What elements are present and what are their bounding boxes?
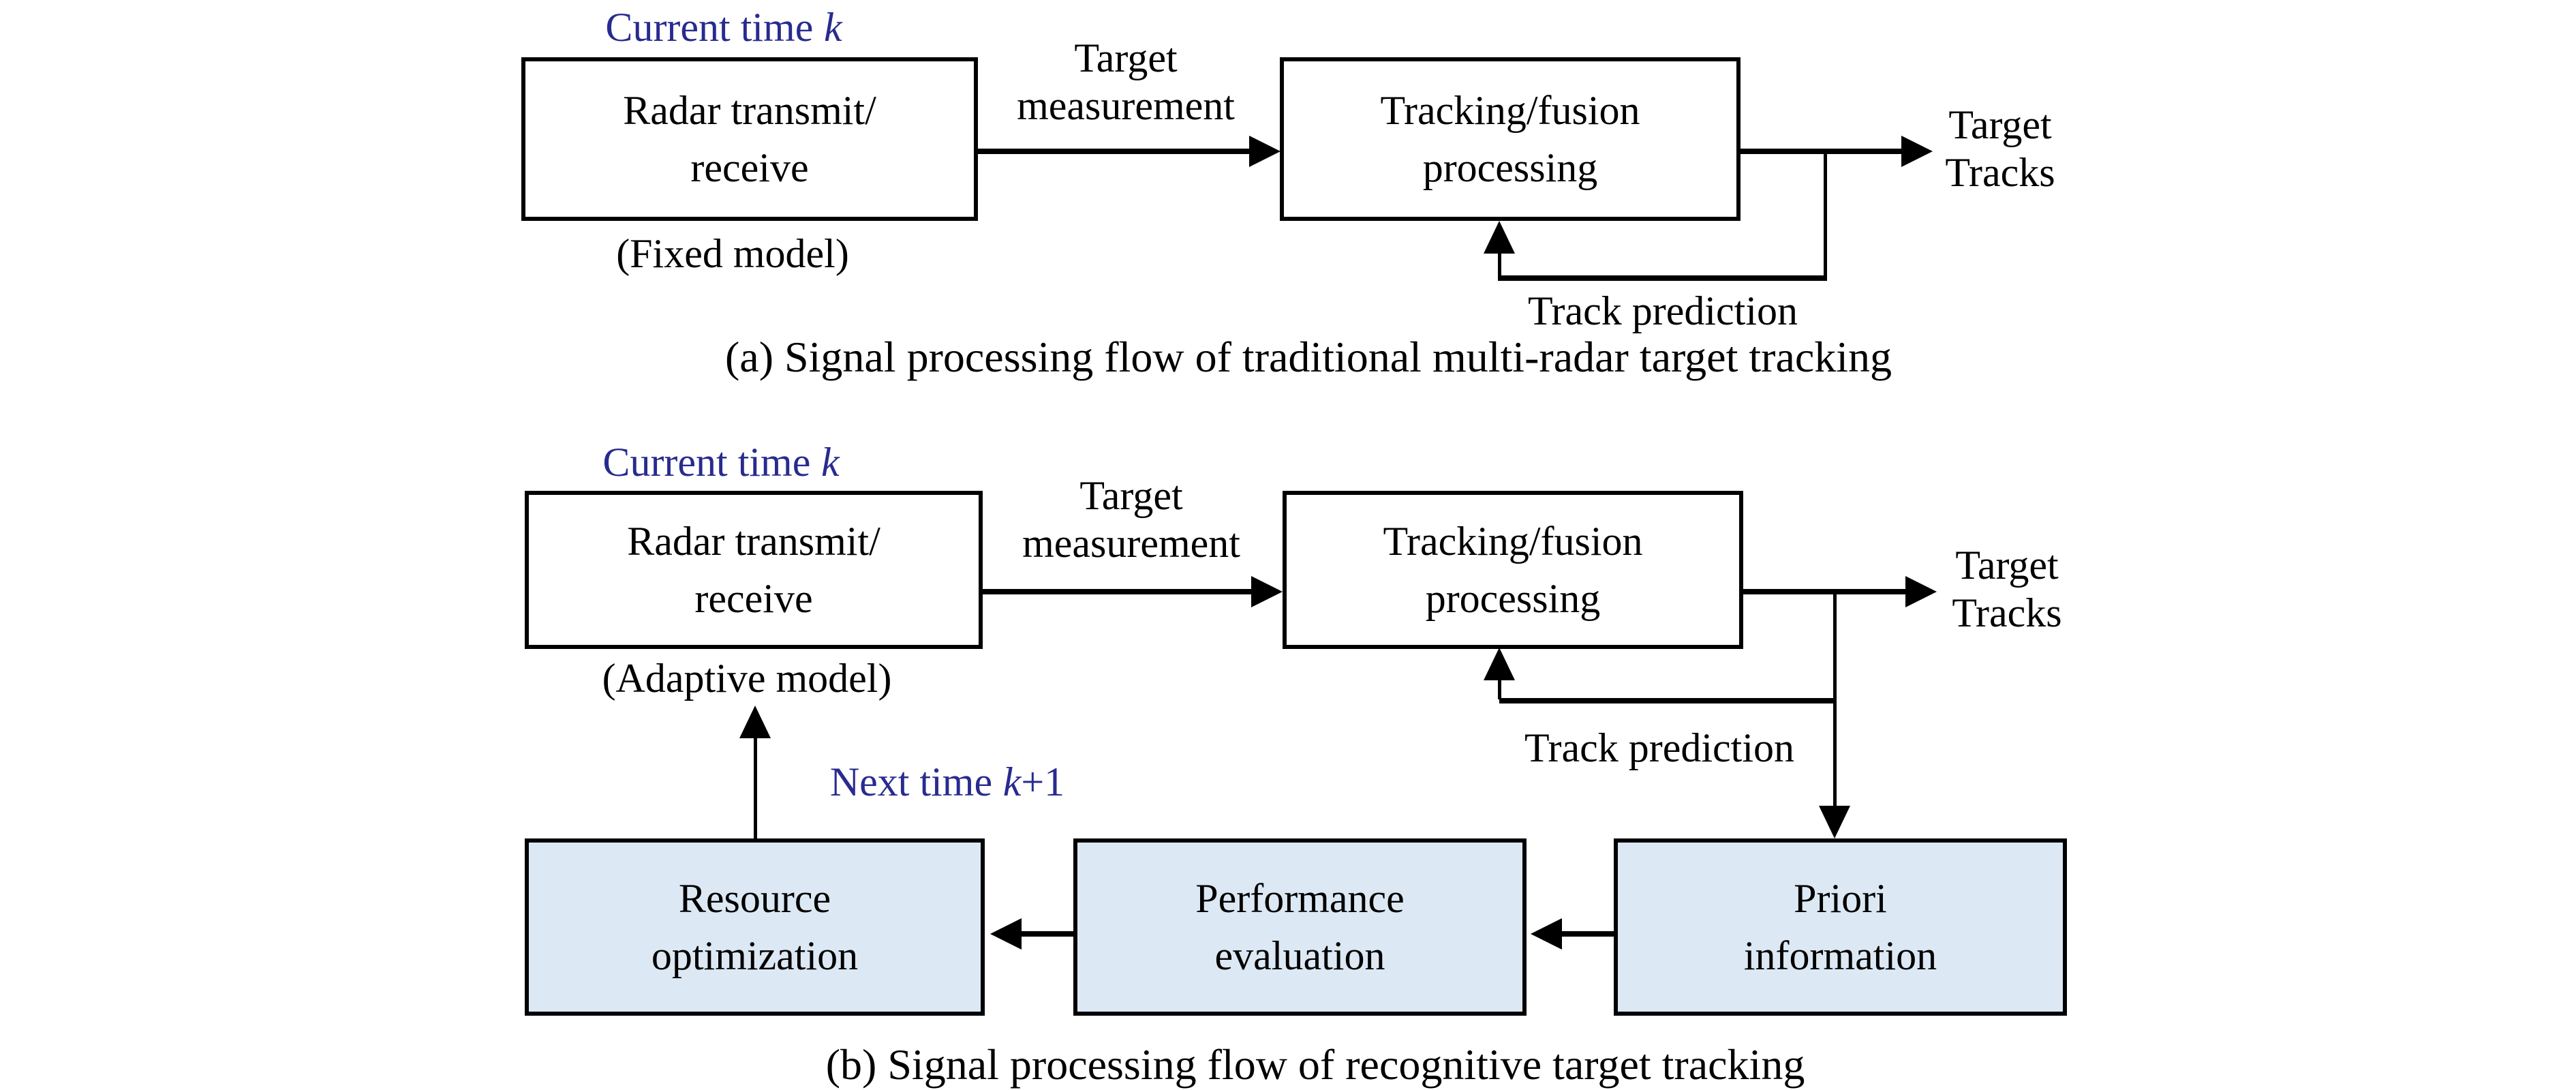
resource-box-line1: Resource: [678, 876, 831, 921]
measurement-line2: measurement: [1022, 521, 1240, 566]
caption-b: (b) Signal processing flow of recognitiv…: [825, 1040, 1805, 1089]
performance-evaluation-box: Performance evaluation: [1073, 838, 1527, 1016]
priori-box-line2: information: [1743, 933, 1937, 978]
arrowhead-right-icon: [1901, 136, 1933, 167]
target-tracks-line1: Target: [1955, 543, 2059, 588]
performance-box-line2: evaluation: [1214, 933, 1385, 978]
arrowhead-up-icon: [1484, 221, 1515, 254]
feedback-up-line-b: [1498, 680, 1501, 699]
radar-box-line2: receive: [694, 576, 813, 621]
arrowhead-up-icon: [1484, 648, 1515, 680]
priori-information-box: Priori information: [1614, 838, 2067, 1016]
arrowhead-right-icon: [1249, 136, 1281, 167]
arrowhead-right-icon: [1251, 576, 1283, 607]
loopback-line: [754, 738, 757, 838]
measurement-arrow-line-a: [978, 149, 1251, 154]
radar-box-line1: Radar transmit/: [627, 519, 880, 564]
arrowhead-left-icon: [990, 918, 1022, 950]
adaptive-model-note: (Adaptive model): [602, 656, 892, 701]
tracking-fusion-box-b: Tracking/fusion processing: [1283, 491, 1743, 649]
target-measurement-label-a: Target measurement: [1017, 34, 1235, 130]
tracking-fusion-box-a: Tracking/fusion processing: [1280, 57, 1741, 221]
priori-to-performance-line: [1562, 931, 1614, 937]
arrowhead-down-icon: [1819, 806, 1850, 838]
next-time-suffix: +1: [1021, 759, 1065, 804]
target-measurement-label-b: Target measurement: [1022, 472, 1240, 567]
track-prediction-label-b: Track prediction: [1524, 725, 1795, 770]
tracking-box-line1: Tracking/fusion: [1380, 88, 1640, 133]
resource-box-line2: optimization: [651, 933, 859, 978]
current-time-text: Current time: [602, 440, 811, 485]
radar-transmit-receive-box-b: Radar transmit/ receive: [525, 491, 983, 649]
resource-optimization-box: Resource optimization: [525, 838, 985, 1016]
measurement-line1: Target: [1079, 473, 1183, 518]
target-tracks-label-b: Target Tracks: [1952, 541, 2061, 637]
time-variable-k: k: [821, 440, 840, 485]
measurement-arrow-line-b: [983, 589, 1253, 594]
output-arrow-line-a: [1741, 149, 1903, 154]
time-variable-k: k: [823, 5, 842, 50]
tracking-box-line2: processing: [1425, 576, 1601, 621]
arrowhead-left-icon: [1531, 918, 1562, 950]
output-arrow-line-b: [1743, 589, 1907, 594]
fixed-model-note: (Fixed model): [616, 231, 849, 276]
radar-transmit-receive-box-a: Radar transmit/ receive: [521, 57, 978, 221]
radar-box-line2: receive: [690, 145, 809, 190]
target-tracks-line2: Tracks: [1952, 590, 2062, 635]
next-time-text: Next time: [829, 759, 993, 804]
feedback-branch-line-a: [1824, 151, 1827, 281]
feedback-up-line-a: [1498, 252, 1501, 281]
performance-box-line1: Performance: [1195, 876, 1405, 921]
tracking-box-line2: processing: [1422, 145, 1598, 190]
current-time-text: Current time: [605, 5, 814, 50]
measurement-line2: measurement: [1017, 83, 1235, 128]
radar-box-line1: Radar transmit/: [623, 88, 876, 133]
target-tracks-line1: Target: [1948, 102, 2052, 147]
target-tracks-label-a: Target Tracks: [1945, 101, 2055, 196]
caption-a: (a) Signal processing flow of traditiona…: [724, 332, 1892, 381]
feedback-bottom-line-a: [1499, 275, 1827, 281]
feedback-bottom-line-b: [1499, 698, 1837, 703]
arrowhead-up-icon: [739, 706, 771, 738]
time-variable-k: k: [1002, 759, 1022, 804]
tracking-box-line1: Tracking/fusion: [1383, 519, 1643, 564]
performance-to-resource-line: [1022, 931, 1073, 937]
measurement-line1: Target: [1074, 35, 1178, 80]
arrowhead-right-icon: [1905, 576, 1937, 607]
track-prediction-label-a: Track prediction: [1527, 288, 1798, 333]
priori-box-line1: Priori: [1794, 876, 1887, 921]
target-tracks-line2: Tracks: [1945, 150, 2055, 195]
